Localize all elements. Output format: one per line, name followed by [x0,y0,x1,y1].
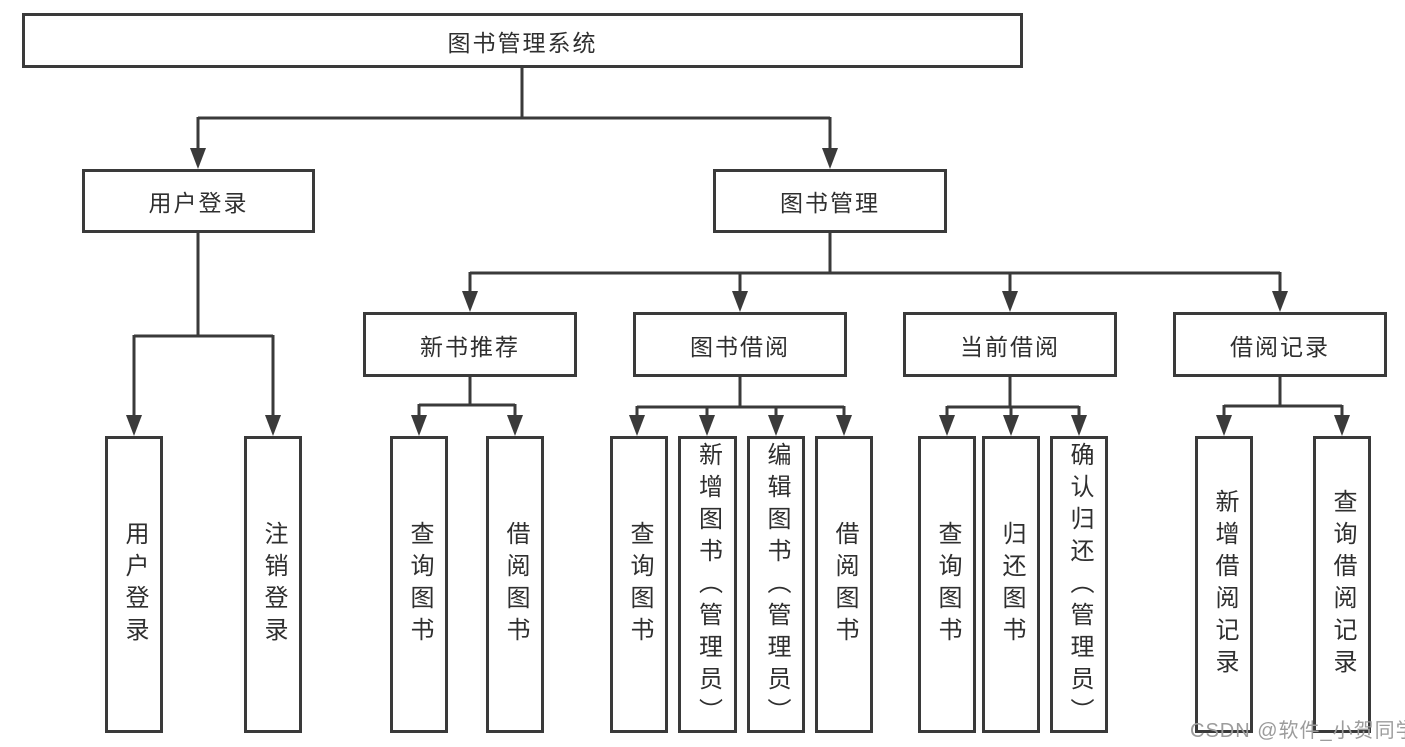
leaf-bb-add-books: 新增图书（管理员） [678,436,737,733]
node-borrowing-records: 借阅记录 [1173,312,1387,377]
leaf-logout: 注销登录 [244,436,302,733]
leaf-nbr-query-books: 查询图书 [390,436,448,733]
node-current-borrowing: 当前借阅 [903,312,1117,377]
leaf-cb-return-books: 归还图书 [982,436,1040,733]
arrowheads [126,148,1350,436]
leaf-nbr-borrow-books: 借阅图书 [486,436,544,733]
leaf-bb-edit-books: 编辑图书（管理员） [747,436,805,733]
node-book-management: 图书管理 [713,169,947,233]
leaf-user-login: 用户登录 [105,436,163,733]
leaf-br-add-record: 新增借阅记录 [1195,436,1253,733]
node-new-book-recommend: 新书推荐 [363,312,577,377]
node-user-login: 用户登录 [82,169,315,233]
leaf-cb-confirm-return: 确认归还（管理员） [1050,436,1108,733]
leaf-bb-borrow-books: 借阅图书 [815,436,873,733]
leaf-br-query-record: 查询借阅记录 [1313,436,1371,733]
node-root: 图书管理系统 [22,13,1023,68]
leaf-cb-query-books: 查询图书 [918,436,976,733]
node-book-borrowing: 图书借阅 [633,312,847,377]
watermark: CSDN @软件_小贺同学 [1190,720,1405,742]
leaf-bb-query-books: 查询图书 [610,436,668,733]
